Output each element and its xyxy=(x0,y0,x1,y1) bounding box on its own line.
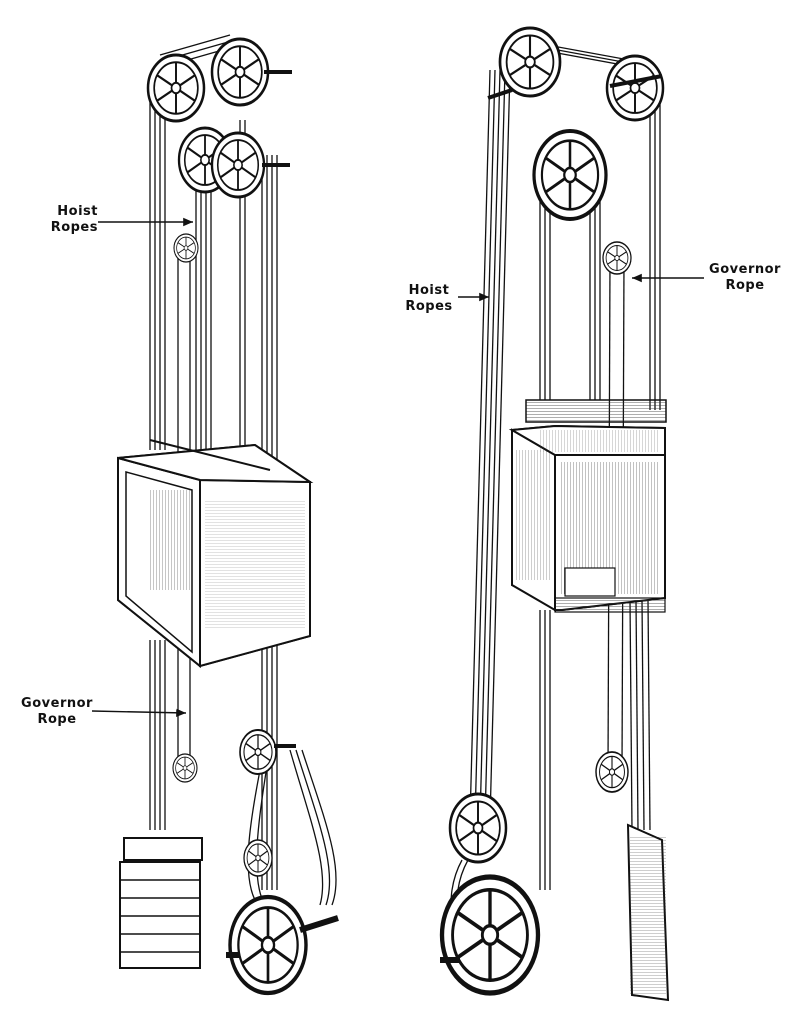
left-car xyxy=(117,439,314,669)
right-governor-rope-label-line-2: Rope xyxy=(725,278,765,293)
left-governor-rope-label-line-2: Rope xyxy=(37,712,77,727)
left-counterweight xyxy=(119,837,203,969)
right-counterweight xyxy=(626,823,670,1002)
left-hoist-ropes-label: Hoist Ropes xyxy=(22,204,98,236)
right-governor-rope-label-line-1: Governor xyxy=(709,262,781,277)
right-hoist-ropes-label: Hoist Ropes xyxy=(396,283,462,315)
left-drive-sheave-2 xyxy=(210,131,266,199)
right-car xyxy=(508,399,667,613)
right-deflector-sheave xyxy=(448,792,508,864)
right-top-sheave-1 xyxy=(498,26,562,98)
right-compensating-sheave xyxy=(442,877,538,993)
right-governor-rope-label: Governor Rope xyxy=(700,262,790,294)
left-hoist-ropes-label-line-2: Ropes xyxy=(50,220,98,235)
right-hoist-ropes-label-line-2: Ropes xyxy=(405,299,453,314)
right-hoist-ropes-label-line-1: Hoist xyxy=(408,283,450,298)
left-top-sheave-2 xyxy=(210,37,270,107)
left-elevator xyxy=(91,34,339,993)
right-elevator xyxy=(440,26,704,1002)
right-governor-tension-sheave xyxy=(595,751,629,793)
left-governor-arrow xyxy=(91,708,187,717)
right-drive-sheave xyxy=(532,129,608,221)
left-compensating-sheave xyxy=(230,897,306,993)
right-top-sheave-2 xyxy=(605,54,665,122)
left-hoist-ropes-label-line-1: Hoist xyxy=(57,204,98,219)
left-deflector-sheave xyxy=(239,729,277,775)
left-small-comp-sheave xyxy=(243,839,273,877)
left-governor-rope-label-line-1: Governor xyxy=(21,696,93,711)
left-governor-sheave-top xyxy=(173,233,199,263)
right-governor-sheave-top xyxy=(602,241,632,275)
left-governor-tension-sheave xyxy=(172,753,198,783)
left-hoist-ropes xyxy=(149,34,337,906)
left-governor-rope-label: Governor Rope xyxy=(14,696,100,728)
left-top-sheave-1 xyxy=(146,53,206,123)
